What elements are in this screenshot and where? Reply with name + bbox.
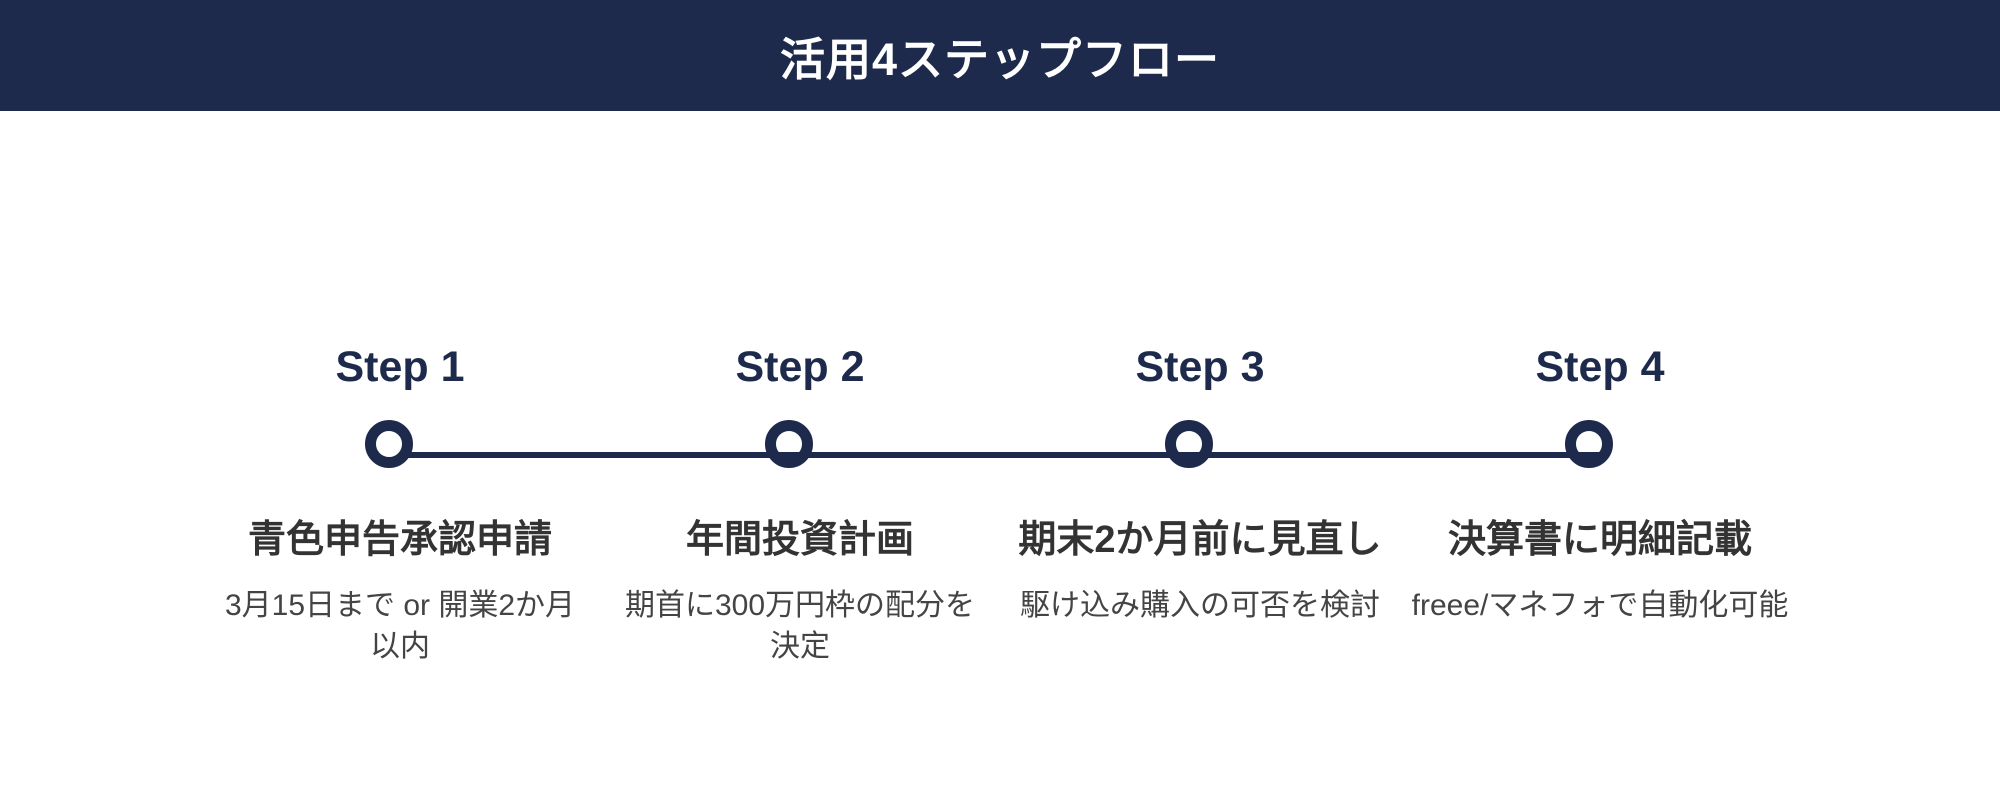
- step-4: Step 4 決算書に明細記載 freee/マネフォで自動化可能: [1400, 0, 1800, 800]
- header-bar: 活用4ステップフロー: [0, 0, 2000, 111]
- step-4-subtitle: freee/マネフォで自動化可能: [1411, 589, 1789, 622]
- step-2-label: Step 2: [735, 343, 865, 391]
- step-3-label: Step 3: [1135, 343, 1265, 391]
- step-3-subtitle: 駆け込み購入の可否を検討: [1020, 589, 1380, 622]
- page-title: 活用4ステップフロー: [779, 34, 1221, 85]
- step-1-label: Step 1: [335, 343, 465, 391]
- step-4-title: 決算書に明細記載: [1447, 519, 1752, 561]
- step-4-label: Step 4: [1535, 343, 1665, 391]
- step-3-title: 期末2か月前に見直し: [1018, 519, 1382, 561]
- timeline-connector-line: [400, 452, 1600, 458]
- step-2-node-circle: [765, 420, 813, 468]
- step-1-node-circle: [365, 420, 413, 468]
- step-2: Step 2 年間投資計画 期首に300万円枠の配分を決定: [600, 0, 1000, 800]
- step-2-subtitle: 期首に300万円枠の配分を決定: [624, 589, 976, 663]
- step-1-subtitle: 3月15日まで or 開業2か月以内: [224, 589, 576, 663]
- step-2-title: 年間投資計画: [685, 519, 914, 561]
- step-4-node-circle: [1565, 420, 1613, 468]
- step-1-title: 青色申告承認申請: [247, 519, 552, 561]
- step-3: Step 3 期末2か月前に見直し 駆け込み購入の可否を検討: [1000, 0, 1400, 800]
- step-3-node-circle: [1165, 420, 1213, 468]
- step-1: Step 1 青色申告承認申請 3月15日まで or 開業2か月以内: [200, 0, 600, 800]
